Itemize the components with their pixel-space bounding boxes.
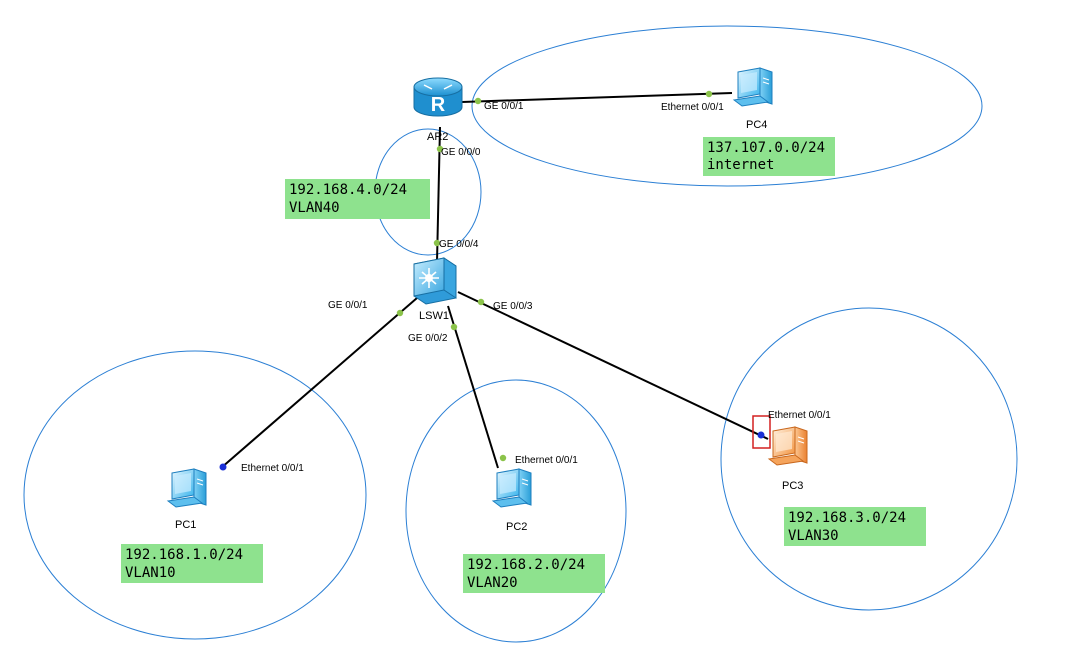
note-vlan40-name: VLAN40	[289, 200, 340, 216]
pc-icon	[733, 67, 773, 107]
note-internet-bg	[703, 137, 835, 176]
note-vlan10-name: VLAN10	[125, 565, 176, 581]
port-dot-lsw1-ge001[interactable]	[396, 309, 404, 317]
port-dot-pc4-eth[interactable]	[705, 90, 713, 98]
pc2[interactable]	[492, 468, 532, 508]
port-dot-ar2-ge001[interactable]	[474, 97, 482, 105]
port-label-pc2-eth: Ethernet 0/0/1	[515, 455, 578, 466]
port-label-pc1-eth: Ethernet 0/0/1	[241, 463, 304, 474]
pc1[interactable]	[167, 468, 207, 508]
pc3-label: PC3	[782, 480, 803, 492]
note-vlan30[interactable]: 192.168.3.0/24 VLAN30	[784, 507, 926, 546]
note-internet[interactable]: 137.107.0.0/24 internet	[703, 137, 835, 176]
port-dot-lsw1-ge004[interactable]	[433, 239, 441, 247]
note-vlan40-subnet: 192.168.4.0/24	[289, 182, 407, 198]
note-vlan30-bg	[784, 507, 926, 546]
port-dot-pc2-eth[interactable]	[499, 454, 507, 462]
port-label-lsw1-ge002: GE 0/0/2	[408, 333, 448, 344]
pc2-label: PC2	[506, 521, 527, 533]
note-vlan10-bg	[121, 544, 263, 583]
note-vlan20-subnet: 192.168.2.0/24	[467, 557, 585, 573]
link-lsw1-pc1[interactable]	[220, 297, 418, 469]
zone-vlan30	[720, 307, 1018, 611]
pc4-label: PC4	[746, 119, 767, 131]
switch-label: LSW1	[419, 310, 449, 322]
router-icon: R	[413, 77, 463, 117]
note-vlan20-name: VLAN20	[467, 575, 518, 591]
router-label: AR2	[427, 131, 448, 143]
pc3[interactable]	[768, 426, 808, 466]
port-dot-pc3-eth[interactable]	[757, 431, 765, 439]
port-label-lsw1-ge004: GE 0/0/4	[439, 239, 479, 250]
port-label-lsw1-ge001: GE 0/0/1	[328, 300, 368, 311]
pc4[interactable]	[733, 67, 773, 107]
note-vlan20-bg	[463, 554, 605, 593]
pc1-label: PC1	[175, 519, 196, 531]
port-dot-ar2-ge000[interactable]	[436, 145, 444, 153]
link-lsw1-pc3[interactable]	[457, 291, 769, 440]
note-vlan10-subnet: 192.168.1.0/24	[125, 547, 243, 563]
svg-text:R: R	[431, 94, 446, 116]
selection-box	[752, 415, 771, 449]
router-ar2[interactable]: R	[413, 77, 463, 118]
zone-vlan10	[23, 350, 367, 640]
note-vlan40-bg	[285, 179, 430, 219]
pc-icon	[167, 468, 207, 508]
port-label-pc4-eth: Ethernet 0/0/1	[661, 102, 724, 113]
switch-icon	[413, 257, 457, 305]
note-vlan10[interactable]: 192.168.1.0/24 VLAN10	[121, 544, 263, 583]
zone-internet	[471, 25, 983, 187]
port-label-pc3-eth: Ethernet 0/0/1	[768, 410, 831, 421]
switch-lsw1[interactable]	[413, 257, 457, 305]
note-vlan30-subnet: 192.168.3.0/24	[788, 510, 906, 526]
note-vlan40[interactable]: 192.168.4.0/24 VLAN40	[285, 179, 430, 219]
note-vlan30-name: VLAN30	[788, 528, 839, 544]
pc-icon-selected	[768, 426, 808, 466]
port-dot-lsw1-ge003[interactable]	[477, 298, 485, 306]
pc-icon	[492, 468, 532, 508]
link-ar2-pc4[interactable]	[461, 92, 733, 103]
port-dot-lsw1-ge002[interactable]	[450, 323, 458, 331]
port-label-ar2-ge000: GE 0/0/0	[441, 147, 481, 158]
port-label-ar2-ge001: GE 0/0/1	[484, 101, 524, 112]
link-lsw1-pc2[interactable]	[447, 305, 499, 469]
note-vlan20[interactable]: 192.168.2.0/24 VLAN20	[463, 554, 605, 593]
zone-vlan20	[405, 379, 627, 643]
note-internet-name: internet	[707, 157, 774, 173]
port-dot-pc1-eth[interactable]	[219, 463, 227, 471]
port-label-lsw1-ge003: GE 0/0/3	[493, 301, 533, 312]
note-internet-subnet: 137.107.0.0/24	[707, 140, 825, 156]
